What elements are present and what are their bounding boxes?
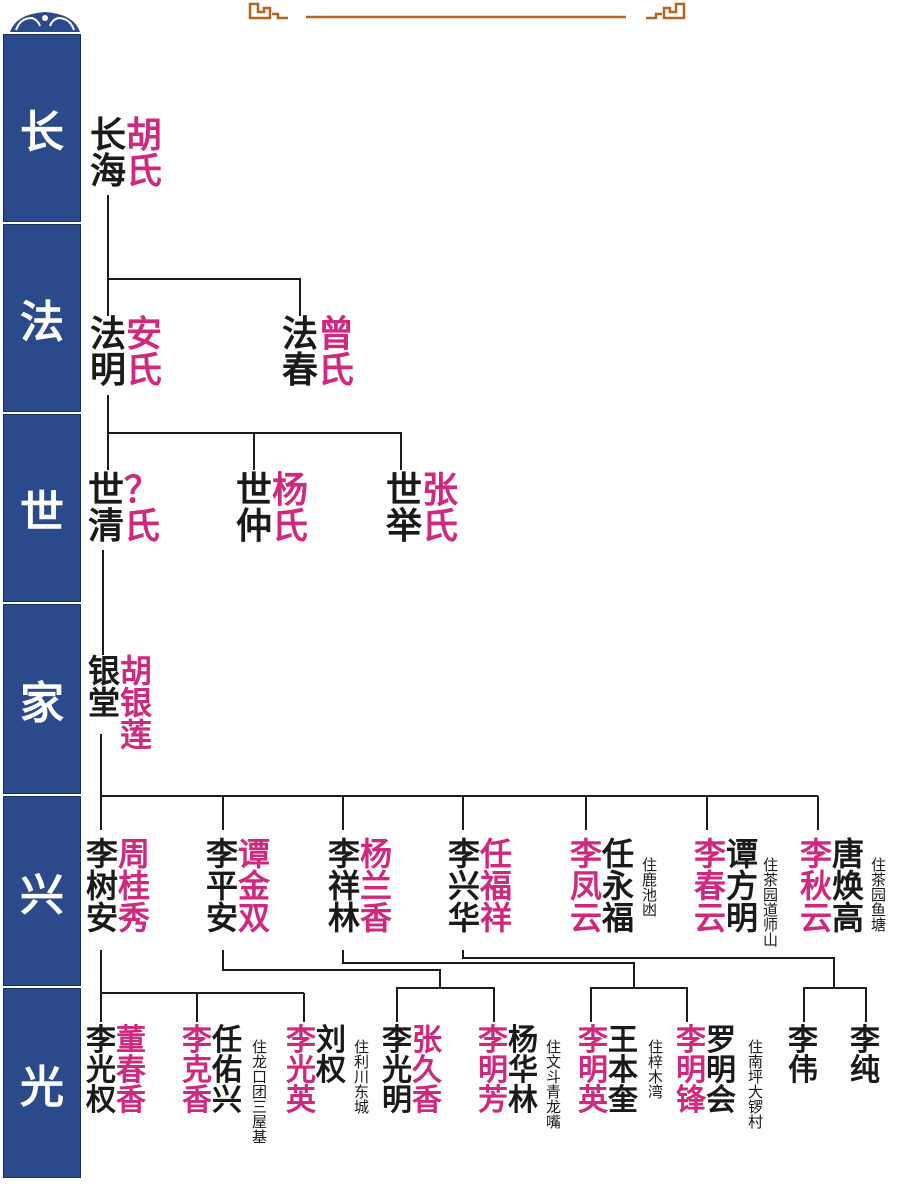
person-g1-couple: 长海胡氏 [90,117,162,189]
person-g3-wife-2: 杨氏 [272,469,309,547]
person-g2-husband-2: 法春 [282,313,319,391]
person-g1-wife: 胡氏 [126,114,163,192]
generation-label-2: 法 [3,224,81,412]
person-g4-couple: 银堂胡银莲 [88,655,152,751]
residence-note-g6-7: 住南坪大锣村 [748,1038,764,1131]
person-g1-husband: 长海 [90,114,127,192]
person-g5-spouse-5: 任永福 [602,835,635,937]
person-g3-couple-2: 世仲杨氏 [236,472,308,544]
person-g6-wife-1: 董春香 [116,1023,146,1118]
generation-label-3: 世 [3,414,81,602]
person-g6-daughter-5: 李明芳 [478,1023,508,1118]
person-g6-spouse-5: 杨华林 [508,1023,538,1118]
person-g5-wife-3: 杨兰香 [360,835,393,937]
person-g5-wife-2: 谭金双 [238,835,271,937]
header-ornament [248,2,686,20]
person-g6-son-8: 李伟 [788,1026,818,1086]
residence-note-g6-6: 住梓木湾 [648,1038,664,1101]
person-g6-spouse-3: 刘权 [316,1023,346,1088]
person-g3-wife-3: 张氏 [422,469,459,547]
person-g2-couple-1: 法明安氏 [90,316,162,388]
generation-sidebar [3,0,81,1184]
person-g6-husband-1: 李光权 [86,1023,116,1118]
person-g5-couple-6: 李春云谭方明 [694,838,758,934]
residence-note-g6-2: 住龙口团三屋基 [252,1038,268,1146]
person-g5-wife-4: 任福祥 [480,835,513,937]
person-g6-couple-4: 李光明张久香 [382,1026,442,1116]
person-g6-son-9: 李纯 [850,1026,880,1086]
person-g6-husband-4: 李光明 [382,1023,412,1118]
person-g6-daughter-7: 李明锋 [676,1023,706,1118]
person-g2-wife-1: 安氏 [126,313,163,391]
person-g2-wife-2: 曾氏 [318,313,355,391]
person-g5-couple-5: 李凤云任永福 [570,838,634,934]
person-g6-daughter-2: 李克香 [182,1023,212,1118]
person-g4-wife: 胡银莲 [120,652,153,754]
person-g5-spouse-7: 唐焕高 [832,835,865,937]
person-g5-couple-4: 李兴华任福祥 [448,838,512,934]
person-g6-couple-1: 李光权董春香 [86,1026,146,1116]
person-g6-couple-3: 李光英刘权 [286,1026,346,1116]
person-g6-daughter-6: 李明英 [578,1023,608,1118]
person-g5-husband-4: 李兴华 [448,835,481,937]
generation-label-5: 兴 [3,796,81,986]
residence-note-g5-7: 住茶园鱼塘 [871,856,887,934]
person-g5-couple-7: 李秋云唐焕高 [800,838,864,934]
person-g6-spouse-6: 王本奎 [608,1023,638,1118]
person-g6-son-8-name: 李伟 [788,1023,818,1088]
residence-note-g6-3: 住利川东城 [354,1038,370,1116]
person-g6-daughter-3: 李光英 [286,1023,316,1118]
person-g6-couple-7: 李明锋罗明会 [676,1026,736,1116]
person-g4-husband: 银堂 [88,652,121,722]
person-g5-daughter-7: 李秋云 [800,835,833,937]
person-g5-husband-1: 李树安 [86,835,119,937]
person-g5-husband-2: 李平安 [206,835,239,937]
person-g3-couple-3: 世举张氏 [386,472,458,544]
person-g5-couple-3: 李祥林杨兰香 [328,838,392,934]
person-g6-son-9-name: 李纯 [850,1023,880,1088]
person-g5-couple-1: 李树安周桂秀 [86,838,150,934]
person-g3-wife-1: ？氏 [124,469,161,547]
person-g3-husband-1: 世清 [88,469,125,547]
residence-note-g5-6: 住茶园道师山 [763,856,779,949]
person-g6-spouse-2: 任佑兴 [212,1023,242,1118]
generation-label-4: 家 [3,604,81,794]
person-g5-spouse-6: 谭方明 [726,835,759,937]
person-g2-couple-2: 法春曾氏 [282,316,354,388]
sidebar-top-ornament [10,12,80,32]
residence-note-g5-5: 住鹿池凼 [642,856,658,919]
person-g6-wife-4: 张久香 [412,1023,442,1118]
person-g3-husband-3: 世举 [386,469,423,547]
person-g5-daughter-5: 李凤云 [570,835,603,937]
person-g3-husband-2: 世仲 [236,469,273,547]
person-g6-couple-6: 李明英王本奎 [578,1026,638,1116]
person-g5-wife-1: 周桂秀 [118,835,151,937]
person-g5-couple-2: 李平安谭金双 [206,838,270,934]
person-g2-husband-1: 法明 [90,313,127,391]
person-g6-couple-5: 李明芳杨华林 [478,1026,538,1116]
person-g6-spouse-7: 罗明会 [706,1023,736,1118]
residence-note-g6-5: 住文斗青龙嘴 [546,1038,562,1131]
person-g5-husband-3: 李祥林 [328,835,361,937]
person-g3-couple-1: 世清？氏 [88,472,160,544]
person-g6-couple-2: 李克香任佑兴 [182,1026,242,1116]
generation-label-6: 光 [3,988,81,1178]
person-g5-daughter-6: 李春云 [694,835,727,937]
generation-label-1: 长 [3,34,81,222]
